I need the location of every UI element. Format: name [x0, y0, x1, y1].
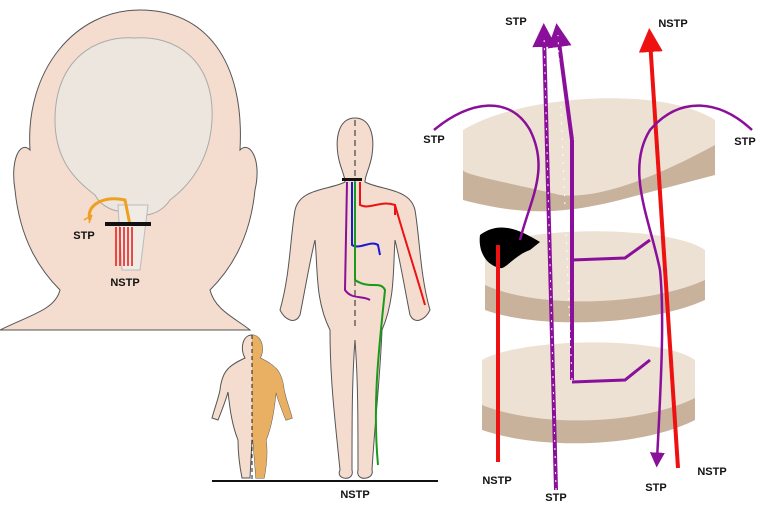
nstp-bottom-left-label: NSTP	[482, 475, 512, 487]
spinal-slice-lower	[482, 342, 695, 444]
spinal-slice-middle	[485, 231, 705, 323]
head-nstp-label: NSTP	[110, 277, 140, 289]
human-body-illustration	[212, 117, 438, 482]
head-stp-label: STP	[73, 230, 95, 242]
spinal-slice-upper	[463, 98, 715, 212]
small-body-dermatome	[211, 334, 293, 480]
stp-right-label: STP	[734, 136, 756, 148]
stp-bottom-right-label: STP	[645, 482, 667, 494]
nstp-bottom-right-label: NSTP	[697, 466, 727, 478]
lesion	[479, 227, 540, 269]
brain-coronal-section	[54, 37, 213, 216]
stp-dorsal-tract-2	[547, 23, 574, 141]
stp-dorsal-tract-1	[532, 23, 558, 491]
head-illustration	[0, 9, 258, 331]
body-nstp-label: NSTP	[340, 489, 370, 501]
spinal-cord-sections	[433, 23, 753, 491]
nstp-top-label: NSTP	[658, 18, 688, 30]
stp-top-label: STP	[505, 16, 527, 28]
stp-bottom-label: STP	[545, 492, 567, 504]
stp-left-label: STP	[423, 134, 445, 146]
nstp-right-tract	[638, 28, 680, 469]
